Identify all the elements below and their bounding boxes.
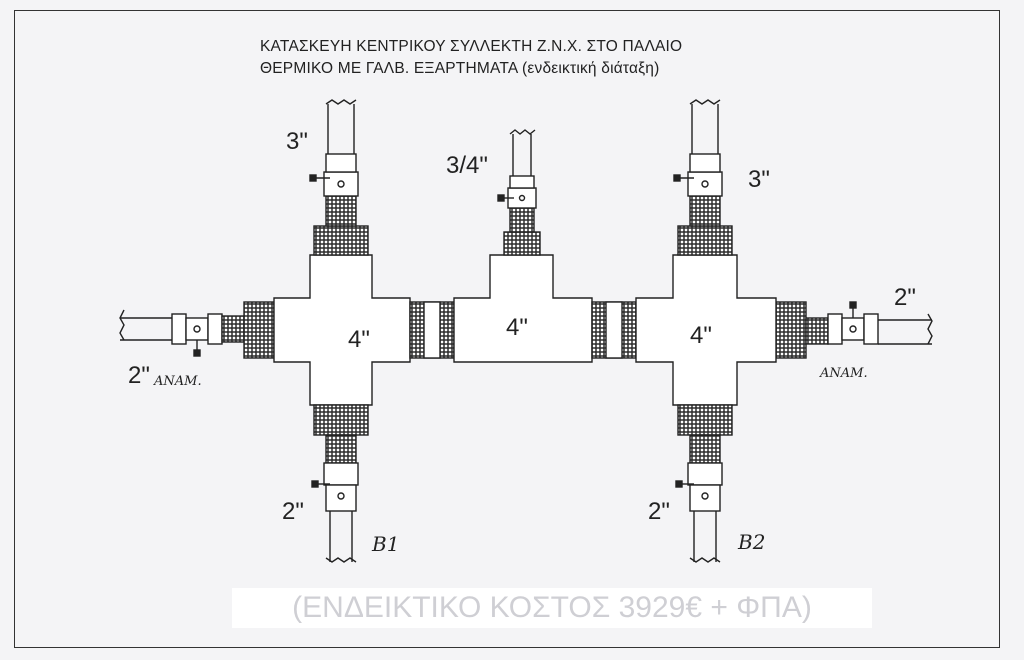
diagram-title-line-2: ΘΕΡΜΙΚΟ ΜΕ ΓΑΛΒ. ΕΞΑΡΤΗΜΑΤΑ (ενδεικτική … xyxy=(260,60,660,77)
left-cross-fitting xyxy=(273,254,411,406)
center-top-branch xyxy=(497,129,541,256)
center-top-size-label: 3/4" xyxy=(446,152,488,179)
left-side-valve xyxy=(171,313,245,357)
right-side-nipple xyxy=(775,301,807,359)
drawing-frame xyxy=(14,10,1000,648)
center-right-nipple xyxy=(591,301,637,359)
branch-b2-label: B2 xyxy=(738,530,766,554)
diagram-title-line-1: ΚΑΤΑΣΚΕΥΗ ΚΕΝΤΡΙΚΟΥ ΣΥΛΛΕΚΤΗ Ζ.Ν.Χ. ΣΤΟ … xyxy=(260,38,683,55)
right-bottom-size-label: 2" xyxy=(648,498,670,525)
left-center-nipple xyxy=(409,301,455,359)
center-tee-fitting xyxy=(453,254,593,363)
left-side-nipple xyxy=(243,301,275,359)
right-body-size-label: 4" xyxy=(690,322,712,349)
right-side-size-label: 2" xyxy=(894,284,916,311)
branch-b1-label: B1 xyxy=(372,532,400,556)
right-side-note: ΑΝΑΜ. xyxy=(820,366,868,381)
left-bottom-branch xyxy=(311,404,369,563)
left-bottom-size-label: 2" xyxy=(282,498,304,525)
left-top-branch xyxy=(309,99,369,256)
right-side-pipe xyxy=(878,313,933,345)
center-body-size-label: 4" xyxy=(506,314,528,341)
left-side-size-label: 2" xyxy=(128,362,150,389)
right-bottom-branch xyxy=(675,404,733,563)
right-side-valve xyxy=(805,301,879,345)
left-top-size-label: 3" xyxy=(286,128,308,155)
right-cross-fitting xyxy=(635,254,777,406)
left-side-pipe xyxy=(119,309,172,341)
left-side-note: ΑΝΑΜ. xyxy=(154,374,202,389)
right-top-branch xyxy=(673,99,733,256)
left-body-size-label: 4" xyxy=(348,326,370,353)
right-top-size-label: 3" xyxy=(748,166,770,193)
cost-note-faded: (ΕΝΔΕΙΚΤΙΚΟ ΚΟΣΤΟΣ 3929€ + ΦΠΑ) xyxy=(232,588,872,628)
